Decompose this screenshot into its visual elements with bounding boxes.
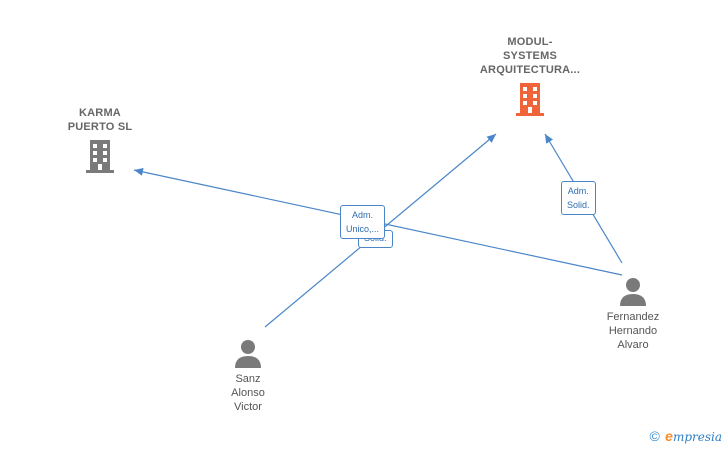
role-label-adm-solid[interactable]: Adm. Solid.: [561, 181, 596, 215]
building-icon: [86, 140, 114, 173]
person-node-sanz-alonso[interactable]: Sanz Alonso Victor: [208, 338, 288, 414]
person-name-sanz: Sanz Alonso Victor: [231, 373, 265, 413]
company-name-karma: KARMA PUERTO SL: [67, 107, 133, 133]
company-name-modul: MODUL- SYSTEMS ARQUITECTURA...: [479, 36, 581, 76]
company-node-karma-puerto[interactable]: KARMA PUERTO SL: [55, 106, 145, 174]
building-icon: [516, 83, 544, 116]
footer-brand: © empresia: [649, 428, 722, 444]
brand-logo-text: mpresia: [672, 430, 722, 444]
copyright-symbol: ©: [649, 428, 660, 444]
person-icon: [235, 340, 261, 368]
brand-logo-e: e: [665, 428, 673, 444]
person-node-fernandez-hernando[interactable]: Fernandez Hernando Alvaro: [588, 276, 678, 352]
person-name-fernandez: Fernandez Hernando Alvaro: [606, 311, 660, 351]
person-icon: [620, 278, 646, 306]
company-node-modul-systems[interactable]: MODUL- SYSTEMS ARQUITECTURA...: [466, 35, 594, 117]
role-label-adm-unico[interactable]: Adm. Unico,...: [340, 205, 386, 239]
